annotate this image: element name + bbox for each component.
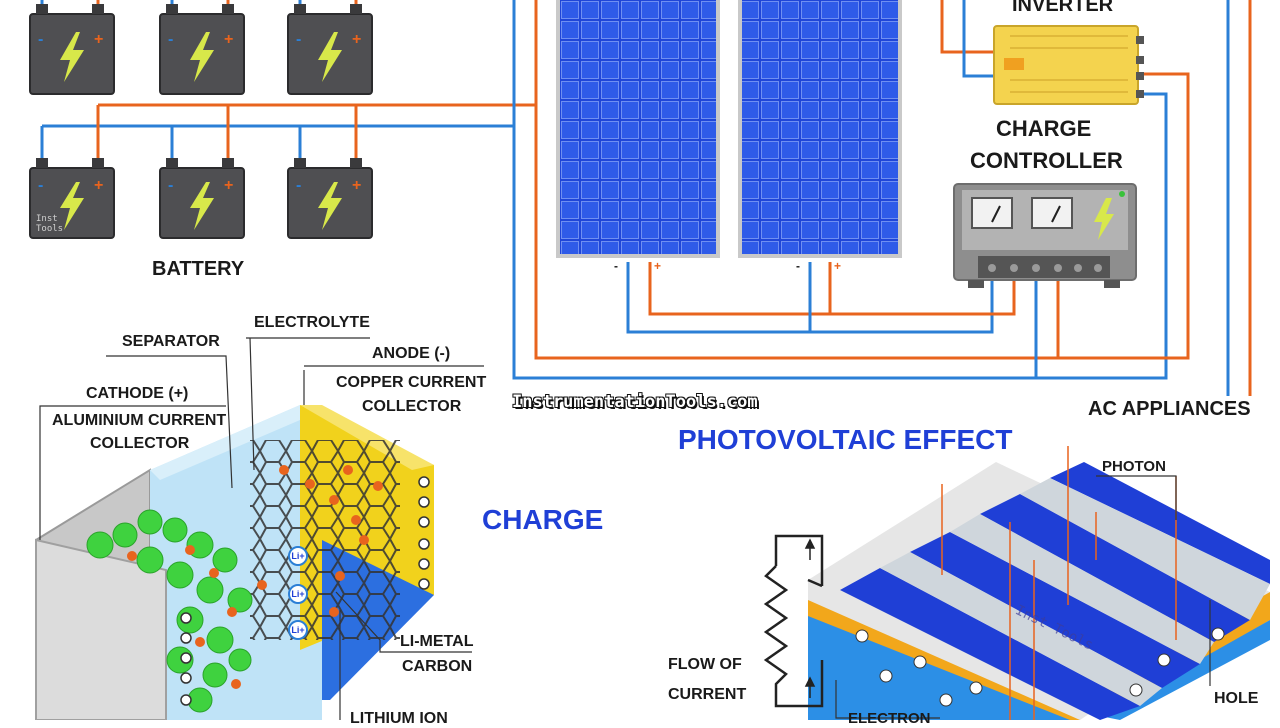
anode-label: ANODE (-): [372, 345, 451, 362]
charge-title: CHARGE: [482, 504, 604, 535]
svg-text:-: -: [296, 177, 301, 194]
li-ion-symbols: Li+ Li+ Li+: [291, 551, 304, 635]
svg-text:+: +: [654, 259, 661, 273]
cathode-label: CATHODE (+): [86, 385, 189, 402]
svg-text:Li+: Li+: [291, 551, 304, 561]
svg-text:+: +: [352, 31, 361, 48]
battery-watermark-line2: Tools: [36, 224, 64, 234]
flow-of-label: FLOW OF: [668, 656, 742, 673]
current-label: CURRENT: [668, 686, 747, 703]
electron-label: ELECTRON: [848, 710, 931, 727]
svg-text:+: +: [352, 177, 361, 194]
battery-label: BATTERY: [152, 258, 245, 280]
svg-text:-: -: [168, 31, 173, 48]
electrolyte-label: ELECTROLYTE: [254, 314, 370, 331]
svg-text:+: +: [834, 259, 841, 273]
solar-panels: [556, 0, 902, 258]
inverter-unit: [993, 25, 1144, 105]
separator-label: SEPARATOR: [122, 333, 220, 350]
hole-label: HOLE: [1214, 690, 1259, 707]
aluminium-collector-label-line1: ALUMINIUM CURRENT: [52, 412, 227, 429]
wiring: [40, 0, 1252, 396]
lithium-cell-diagram: [35, 405, 434, 720]
svg-text:+: +: [94, 31, 103, 48]
copper-collector-label-line1: COPPER CURRENT: [336, 374, 487, 391]
ac-appliances-label: AC APPLIANCES: [1088, 398, 1251, 420]
leader-lines-lithium: [39, 337, 484, 720]
battery-unit: [29, 4, 115, 95]
leader-lines-pv: [835, 475, 1211, 719]
charge-controller-label-line1: CHARGE: [996, 116, 1092, 141]
svg-text:-: -: [168, 177, 173, 194]
battery-unit: [159, 4, 245, 95]
svg-text:+: +: [224, 177, 233, 194]
svg-text:+: +: [94, 177, 103, 194]
photovoltaic-cell-diagram: [763, 446, 1270, 720]
charge-controller-unit: [953, 183, 1137, 288]
svg-text:Li+: Li+: [291, 625, 304, 635]
battery-terminal-signs: - + - + - + - + - + - +: [38, 31, 361, 194]
battery-unit: [287, 158, 373, 239]
inverter-label: INVERTER: [1012, 0, 1114, 16]
battery-unit: [159, 158, 245, 239]
svg-text:-: -: [38, 177, 43, 194]
charge-controller-label-line2: CONTROLLER: [970, 148, 1123, 173]
battery-unit: [287, 4, 373, 95]
lithium-ion-label: LITHIUM ION: [350, 710, 448, 727]
photovoltaic-effect-title: PHOTOVOLTAIC EFFECT: [678, 424, 1013, 455]
svg-text:+: +: [224, 31, 233, 48]
svg-text:-: -: [796, 259, 800, 273]
battery-unit: [29, 158, 115, 239]
panel-terminal-signs: - + - +: [614, 259, 841, 273]
photon-label: PHOTON: [1102, 458, 1166, 475]
battery-watermark-line1: Inst: [36, 214, 58, 224]
battery-bank: [29, 4, 373, 239]
svg-text:-: -: [296, 31, 301, 48]
svg-text:Li+: Li+: [291, 589, 304, 599]
li-metal-label: LI-METAL: [400, 633, 474, 650]
copper-collector-label-line2: COLLECTOR: [362, 398, 462, 415]
carbon-label: CARBON: [402, 658, 473, 675]
svg-text:-: -: [614, 259, 618, 273]
site-watermark: InstrumentationTools.com: [512, 392, 758, 412]
svg-text:-: -: [38, 31, 43, 48]
aluminium-collector-label-line2: COLLECTOR: [90, 435, 190, 452]
